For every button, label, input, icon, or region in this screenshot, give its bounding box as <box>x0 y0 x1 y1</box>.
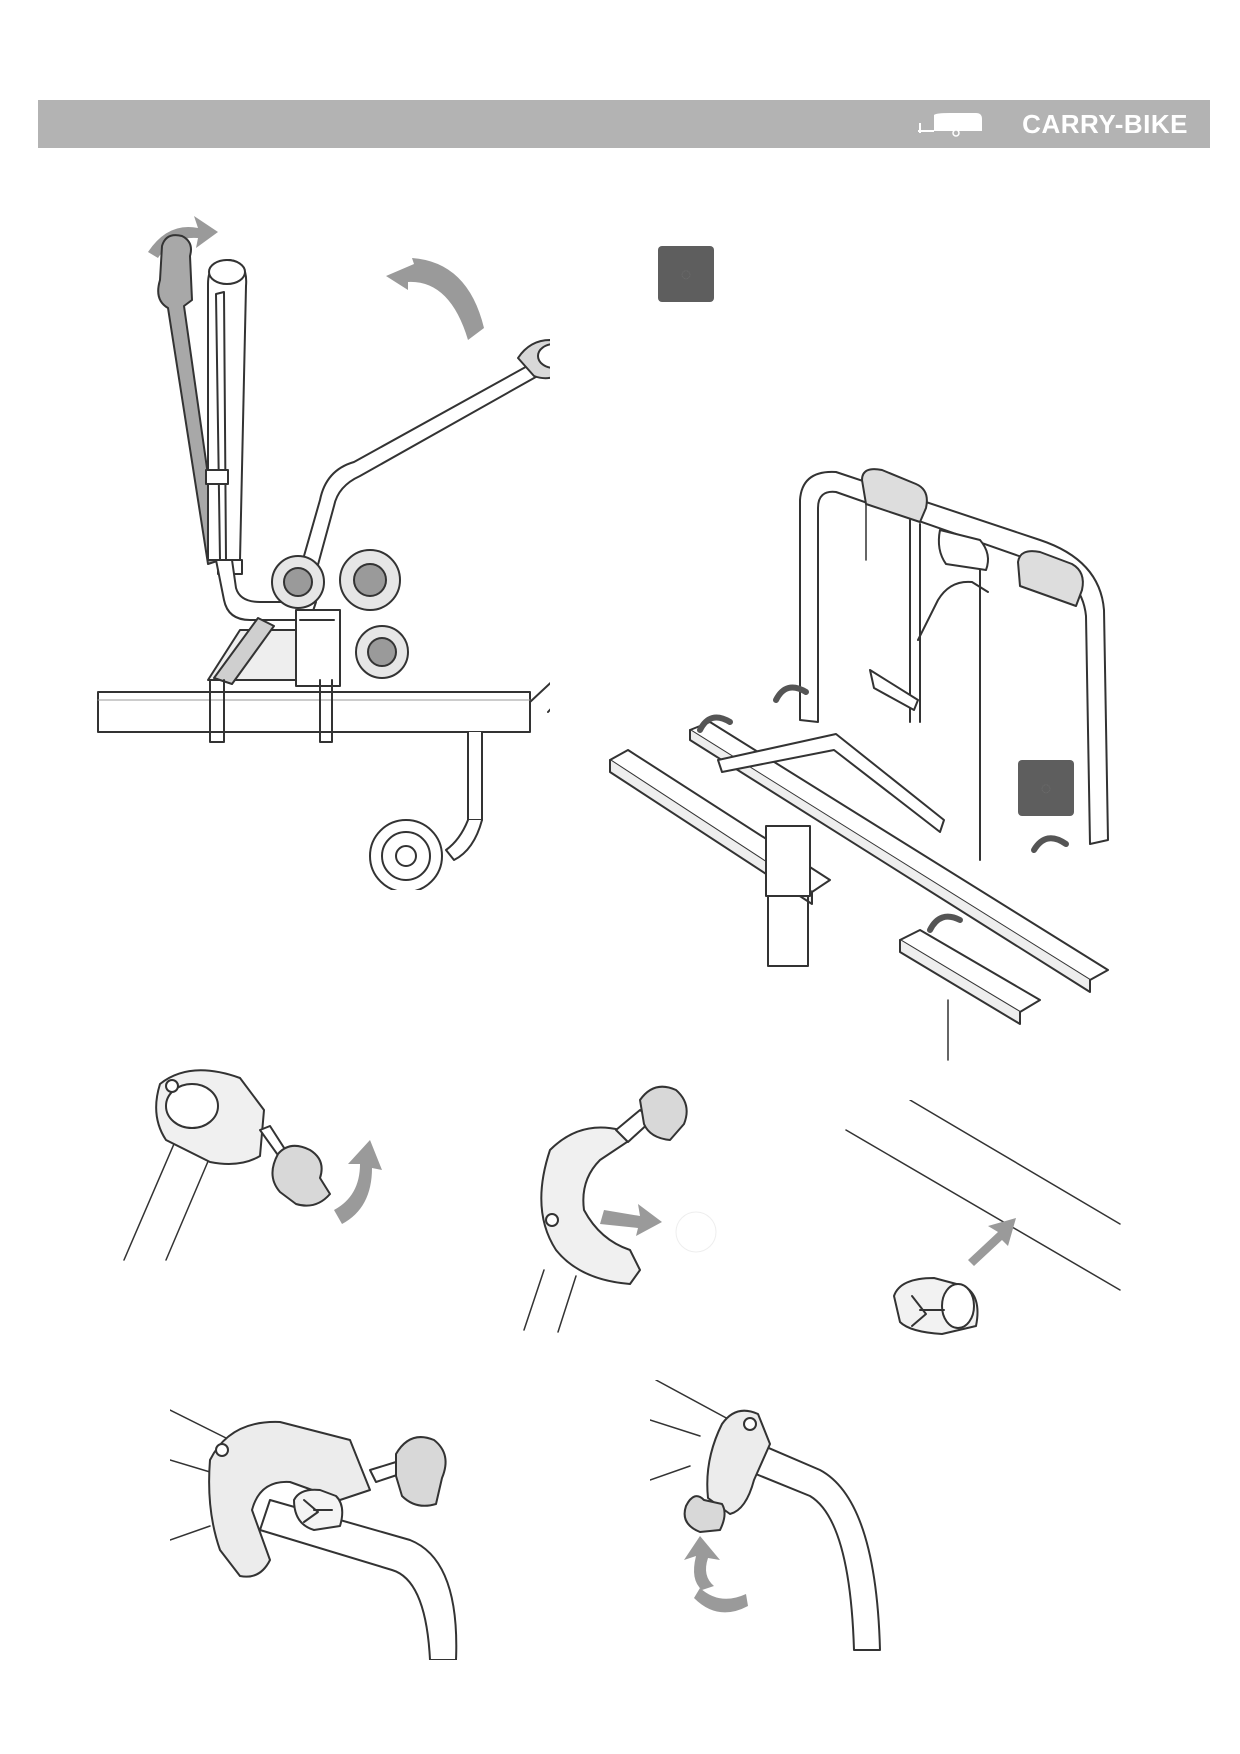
fold-arrow-icon <box>386 258 484 340</box>
figure-tube-sleeve <box>830 1100 1130 1360</box>
caravan-icon <box>918 113 983 137</box>
figure-clamp-open <box>120 1060 420 1270</box>
figure-clamp-mounted-left <box>170 1400 490 1660</box>
push-arrow-icon <box>968 1218 1016 1266</box>
figure-clamp-slide <box>520 1080 750 1340</box>
rotate-arrow-icon <box>684 1536 720 1590</box>
brand-name: CARRY-BIKE <box>1022 108 1188 139</box>
brand: CARRY-BIKE <box>910 100 1188 148</box>
figure-clamp-mounted-right <box>650 1380 910 1680</box>
figure-folded-carrier-side-view <box>90 200 550 890</box>
step-marker-square-b: ◌ <box>1018 760 1074 816</box>
rotate-arrow-icon <box>334 1140 382 1224</box>
header-bar: CARRY-BIKE <box>38 100 1210 148</box>
push-arrow-icon <box>600 1204 662 1236</box>
marker-glyph-icon: ◌ <box>1040 777 1052 798</box>
figure-unfolded-carrier-perspective <box>600 460 1160 1080</box>
rotate-arrow-icon-tail <box>694 1588 748 1613</box>
step-marker-square-a: ◌ <box>658 246 714 302</box>
marker-glyph-icon: ◌ <box>680 263 692 284</box>
